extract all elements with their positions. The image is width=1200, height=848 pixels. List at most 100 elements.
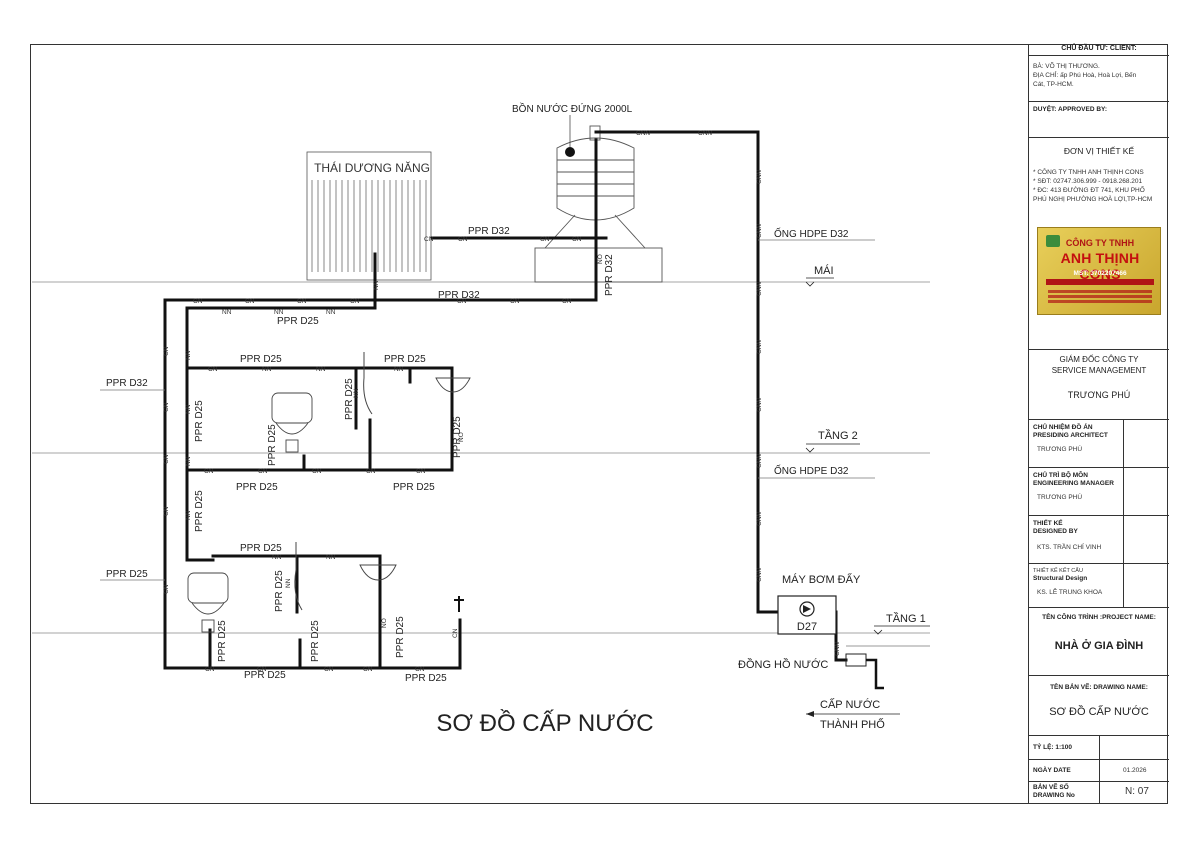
fitting-code: CN (562, 298, 572, 305)
logo-decor (1046, 279, 1154, 285)
designer-row: ĐƠN VỊ THIẾT KẾ * CÔNG TY TNHH ANH THỊNH… (1029, 138, 1169, 350)
fitting-code: CN (366, 468, 376, 475)
pump-size: D27 (797, 621, 817, 633)
city-supply-label-1: CẤP NƯỚC (820, 698, 880, 711)
shower-floor1 (294, 542, 303, 611)
toilet-floor1 (187, 572, 229, 633)
diagram-title: SƠ ĐỒ CẤP NƯỚC (436, 709, 653, 737)
inlet-label-ppr-d32: PPR D32 (106, 378, 148, 389)
fitting-code: NO (381, 618, 388, 628)
pipe-label: PPR D25 (236, 482, 278, 493)
structural-row: THIẾT KẾ KẾT CẤU Structural Design KS. L… (1029, 564, 1169, 608)
drawing-number-row: BẢN VẼ SỐ DRAWING No N: 07 (1029, 782, 1169, 804)
dn-label-2: DRAWING No (1033, 792, 1075, 799)
fitting-code: CN (163, 402, 170, 412)
company-line-3: * ĐC: 413 ĐƯỜNG ĐT 741, KHU PHỐ (1033, 187, 1145, 194)
client-header: CHỦ ĐẦU TƯ: CLIENT: (1061, 45, 1137, 52)
director-title-2: SERVICE MANAGEMENT (1051, 366, 1147, 375)
fitting-code: CN (424, 236, 434, 243)
em-label-1: CHỦ TRÌ BỘ MÔN (1033, 472, 1088, 479)
tank-label: BỒN NƯỚC ĐỨNG 2000L (512, 102, 633, 115)
fitting-code: NN (274, 309, 284, 316)
fitting-code: CN (204, 468, 214, 475)
logo-line-1: CÔNG TY TNHH (1065, 238, 1135, 248)
fitting-code: CNN (698, 130, 712, 137)
pipe-label: PPR D32 (468, 226, 510, 237)
designer-unit: ĐƠN VỊ THIẾT KẾ (1063, 146, 1135, 156)
fitting-code: CN (324, 666, 334, 673)
pa-label-2: PRESIDING ARCHITECT (1033, 432, 1108, 439)
project-header: TÊN CÔNG TRÌNH :PROJECT NAME: (1042, 614, 1156, 621)
fitting-code: CN (205, 666, 215, 673)
em-name: TRƯƠNG PHÚ (1037, 494, 1083, 501)
fitting-code: CNN (756, 224, 763, 238)
project-name: NHÀ Ở GIA ĐÌNH (1054, 640, 1144, 652)
hose-bib (454, 596, 464, 612)
logo-decor (1048, 290, 1152, 293)
dn-value: N: 07 (1125, 786, 1149, 797)
drawing-header: TÊN BẢN VẼ: DRAWING NAME: (1050, 684, 1148, 691)
fitting-code: CN (415, 666, 425, 673)
sink-floor1 (359, 564, 397, 581)
pipe-label: PPR D25 (277, 316, 319, 327)
fitting-code: CN (312, 468, 322, 475)
em-label-2: ENGINEERING MANAGER (1033, 480, 1114, 487)
company-line-4: PHÚ NGHỊ PHƯỜNG HOÀ LỢI,TP-HCM (1033, 196, 1153, 203)
client-address-1: ĐỊA CHỈ: ấp Phú Hoà, Hoà Lợi, Bến (1033, 72, 1137, 79)
fitting-code: NN (185, 456, 192, 466)
director-title-1: GIÁM ĐỐC CÔNG TY (1059, 355, 1139, 364)
pipe-label: PPR D25 (240, 354, 282, 365)
logo-decor (1048, 295, 1152, 298)
sd-label-1: THIẾT KẾ KẾT CẤU (1033, 568, 1083, 574)
shower-floor2 (363, 352, 373, 415)
title-block: CHỦ ĐẦU TƯ: CLIENT: BÀ: VÕ THỊ THƯƠNG. Đ… (1028, 44, 1169, 804)
company-logo: CÔNG TY TNHH ANH THỊNH CONS MST: 3702207… (1037, 227, 1161, 315)
fitting-code: NN (222, 309, 232, 316)
fitting-code: NO (458, 432, 465, 442)
level-floor2: TẦNG 2 (818, 429, 858, 442)
fitting-code: CNN (756, 340, 763, 354)
fitting-code: CN (297, 298, 307, 305)
fitting-code: CN (452, 628, 459, 638)
fitting-code: CN (258, 468, 268, 475)
pipe-label: PPR D25 (384, 354, 426, 365)
pa-label-1: CHỦ NHIỆM ĐỒ ÁN (1033, 424, 1093, 431)
fitting-code: CNN (756, 170, 763, 184)
director-row: GIÁM ĐỐC CÔNG TY SERVICE MANAGEMENT TRƯƠ… (1029, 350, 1169, 420)
fitting-code: CN (193, 298, 203, 305)
city-supply-label-2: THÀNH PHỐ (820, 717, 885, 731)
engineering-manager-row: CHỦ TRÌ BỘ MÔN ENGINEERING MANAGER TRƯƠN… (1029, 468, 1169, 516)
fitting-code: CN (416, 468, 426, 475)
director-name: TRƯƠNG PHÚ (1067, 390, 1131, 400)
pump-icon (799, 601, 815, 617)
fitting-code: CN (245, 298, 255, 305)
fitting-code: NN (185, 404, 192, 414)
pipe-label-vertical: PPR D25 (310, 620, 321, 662)
drawing-sheet (30, 44, 1168, 804)
pa-name: TRƯƠNG PHÚ (1037, 446, 1083, 453)
solar-heater (306, 151, 432, 281)
fitting-code: NN (316, 366, 326, 373)
pipe-label-vertical: PPR D25 (267, 424, 278, 466)
logo-mark-icon (1046, 235, 1060, 247)
fitting-code: NN (353, 388, 360, 398)
designed-by-row: THIẾT KẾ DESIGNED BY KTS. TRẦN CHÍ VINH (1029, 516, 1169, 564)
sd-label-2: Structural Design (1033, 575, 1088, 582)
project-row: TÊN CÔNG TRÌNH :PROJECT NAME: NHÀ Ở GIA … (1029, 608, 1169, 676)
fitting-code: CN (510, 298, 520, 305)
pipe-label: PPR D25 (405, 673, 447, 684)
scale-label: TỶ LỆ: 1:100 (1033, 744, 1073, 751)
pipe-label: PPR D25 (240, 543, 282, 554)
level-roof: MÁI (814, 264, 834, 277)
fitting-code: NN (394, 366, 404, 373)
inlet-label-ppr-d25: PPR D25 (106, 569, 148, 580)
fitting-code: CN (363, 666, 373, 673)
logo-line-2: ANH THỊNH CONS (1060, 250, 1140, 282)
fitting-code: CN (208, 366, 218, 373)
date-value: 01.2026 (1123, 767, 1147, 774)
client-name: BÀ: VÕ THỊ THƯƠNG. (1033, 63, 1100, 70)
db-label-1: THIẾT KẾ (1033, 520, 1063, 527)
meter-label: ĐỒNG HỒ NƯỚC (738, 658, 828, 671)
footer-divider (1099, 736, 1100, 804)
fitting-code: CN (163, 584, 170, 594)
